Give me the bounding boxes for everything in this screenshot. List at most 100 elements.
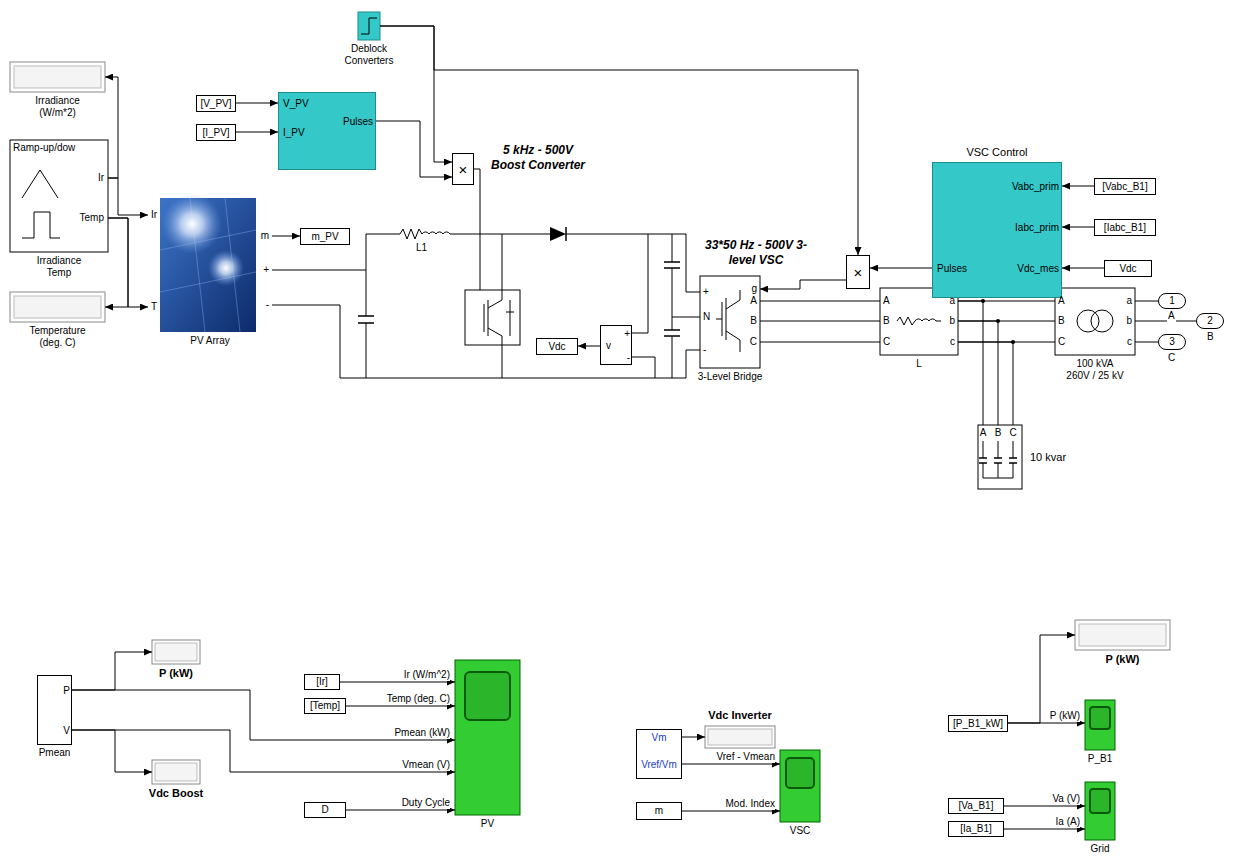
igbt-switch [465, 290, 520, 345]
label-text: m_PV [311, 231, 338, 243]
label-text: Vdc [1119, 263, 1136, 275]
label-text: Pulses [937, 263, 967, 275]
display-block: Vdc Inverter [705, 726, 775, 748]
dc-wiring [632, 234, 655, 378]
display-block [152, 640, 200, 664]
label-text: Irradiance Temp [24, 255, 94, 279]
scope-block [455, 660, 520, 815]
label-text: C [1058, 336, 1065, 348]
igbt-switch [484, 290, 514, 345]
signal-label: Ir (W/m^2) [404, 669, 450, 681]
display-block: Vdc Boost [152, 760, 200, 784]
signal-builder: Ramp-up/dowIrTempIrradiance Temp [10, 140, 108, 252]
label-text: [Iabc_B1] [1104, 222, 1146, 234]
signal-line [105, 218, 128, 307]
from-tag: Vdc [1104, 260, 1152, 277]
signal-line [376, 121, 452, 177]
label-text: 10 kvar [1030, 451, 1066, 464]
label-text: N [703, 311, 710, 323]
power-line [760, 321, 880, 322]
display-block [1079, 624, 1166, 646]
power-line [760, 342, 880, 343]
scope-block: PV [455, 660, 520, 815]
label-text: Irradiance (W/m*2) [18, 95, 98, 119]
display-block: Temperature (deg. C) [10, 292, 105, 322]
step-block: Deblock Converters [358, 12, 380, 40]
bridge-symbol [700, 276, 760, 368]
signal-line [380, 26, 858, 255]
capacitor-bank: ABC10 kvar [978, 425, 1022, 489]
label-text: C [883, 336, 890, 348]
annotation: L1 [416, 242, 427, 254]
label-text: g [751, 283, 757, 295]
diode-symbol [550, 227, 566, 241]
label-text: PV Array [190, 335, 229, 347]
signal-line [1008, 723, 1085, 724]
output-port: 1 [1158, 293, 1186, 309]
pv-array: IrTm+-PV Array [148, 198, 272, 332]
scope-block: P_B1 [1085, 700, 1115, 750]
label-text: v [606, 340, 611, 352]
label-text: c [950, 336, 955, 348]
label-text: A [980, 427, 987, 439]
label-text: [Temp] [310, 700, 340, 712]
signal-line [105, 77, 118, 178]
signal-line [72, 690, 455, 740]
transformer-symbol [1091, 310, 1113, 332]
pv-array-image [162, 194, 222, 254]
signal-label: Duty Cycle [402, 797, 450, 809]
label-text: 2 [1207, 315, 1213, 327]
from-block: VmVref/Vm [636, 729, 682, 779]
label-text: V_PV [283, 98, 309, 110]
display-block [1075, 620, 1170, 650]
signal-line [682, 811, 780, 812]
label-text: P_B1 [1088, 753, 1112, 765]
label-text: Ramp-up/dow [13, 142, 75, 154]
label-text: Vdc Boost [149, 787, 203, 800]
label-text: V [63, 725, 70, 737]
power-line [958, 321, 998, 425]
signal-line [346, 810, 455, 811]
label-text: - [266, 299, 269, 311]
mppt-controller: V_PVI_PVPulses [278, 92, 376, 170]
signal-builder [10, 140, 108, 252]
rl-branch-symbol [880, 288, 958, 355]
label-text: B [995, 427, 1002, 439]
signal-label: Va (V) [1052, 793, 1080, 805]
product-block: × [452, 153, 474, 185]
transformer-symbol [1055, 288, 1135, 355]
signal-line [340, 682, 455, 683]
from-tag: [Iabc_B1] [1094, 219, 1156, 236]
inductor-symbol [400, 229, 450, 239]
label-text: Vdc [548, 341, 565, 353]
bridge-symbol [700, 276, 760, 368]
pv-array-image [208, 250, 244, 286]
scope-block [1085, 700, 1115, 750]
signal-line [272, 236, 300, 237]
label-text: 3-Level Bridge [698, 371, 762, 383]
display-block [155, 763, 197, 781]
label-text: A [750, 295, 757, 307]
label-text: 100 kVA 260V / 25 kV [1065, 358, 1125, 382]
product-block: × [846, 255, 870, 289]
label-text: Vdc_mes [1017, 263, 1059, 275]
annotation: B [1206, 331, 1215, 343]
label-text: [Va_B1] [959, 800, 994, 812]
scope-block [780, 750, 820, 822]
label-text: [V_PV] [200, 98, 231, 110]
signal-label: Temp (deg. C) [387, 693, 450, 705]
label-text: D [321, 804, 328, 816]
scope-block [786, 758, 814, 788]
label-text: c [1127, 336, 1132, 348]
display-block: P (kW) [152, 640, 200, 664]
bridge-symbol [716, 290, 740, 352]
label-text: Deblock Converters [338, 43, 400, 67]
label-text: B [750, 315, 757, 327]
scope-block [1090, 789, 1110, 813]
signal-line [236, 103, 278, 104]
scope-block [1085, 782, 1115, 840]
label-text: C [750, 336, 757, 348]
display-block [705, 726, 775, 748]
signal-line [1004, 829, 1085, 830]
